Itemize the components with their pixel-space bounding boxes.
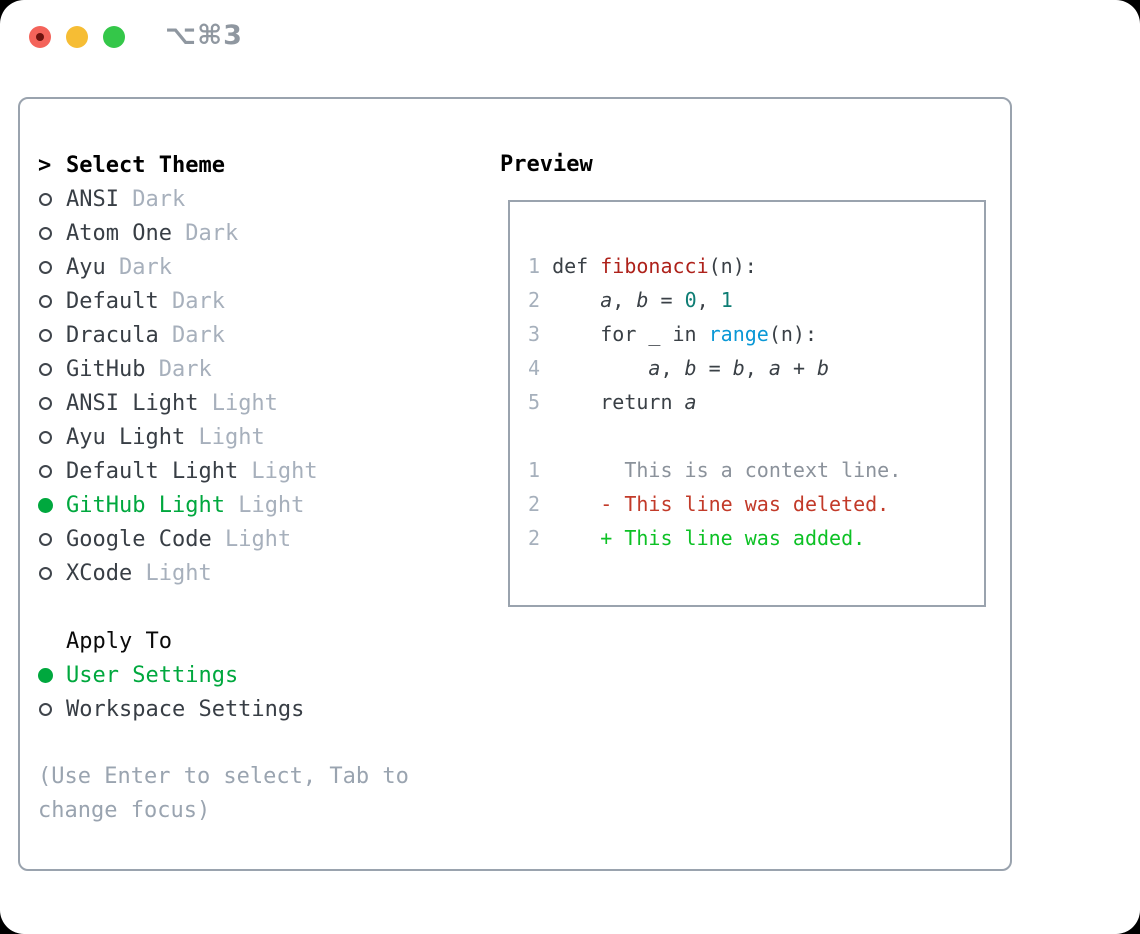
radio-icon: [39, 328, 52, 342]
radio-selected-icon: [38, 667, 53, 683]
option-label: XCode: [66, 560, 133, 586]
option-label: Dracula: [66, 322, 159, 348]
option-variant: Light: [185, 424, 265, 450]
preview-line: 2 - This line was deleted.: [528, 487, 984, 521]
theme-option[interactable]: Ayu Dark: [38, 250, 318, 284]
theme-option[interactable]: Ayu Light Light: [38, 420, 318, 454]
line-number: 5: [528, 390, 541, 414]
radio-icon: [39, 464, 52, 478]
option-label: ANSI: [66, 186, 119, 212]
preview-line: 2 + This line was added.: [528, 521, 984, 555]
line-number: 2: [528, 288, 541, 312]
radio-icon: [39, 260, 52, 274]
line-number: 4: [528, 356, 541, 380]
theme-option[interactable]: ANSI Light Light: [38, 386, 318, 420]
theme-list-title: Select Theme: [66, 152, 225, 178]
radio-icon: [39, 396, 52, 410]
apply-to-option[interactable]: Workspace Settings: [38, 692, 304, 726]
preview-title: Preview: [500, 152, 593, 177]
zoom-button[interactable]: [103, 26, 125, 48]
traffic-lights: [29, 26, 125, 48]
radio-icon: [39, 430, 52, 444]
option-variant: Light: [238, 458, 318, 484]
option-label: Atom One: [66, 220, 172, 246]
radio-icon: [39, 294, 52, 308]
option-variant: Dark: [105, 254, 172, 280]
preview-line: 2 a, b = 0, 1: [528, 283, 984, 317]
preview-line: 1 This is a context line.: [528, 453, 984, 487]
window-shortcut-label: ⌥⌘3: [165, 20, 243, 51]
apply-to-option[interactable]: User Settings: [38, 658, 304, 692]
line-number: 3: [528, 322, 541, 346]
option-variant: Dark: [145, 356, 212, 382]
close-button[interactable]: [29, 26, 51, 48]
preview-line: 5 return a: [528, 385, 984, 419]
option-variant: Light: [198, 390, 278, 416]
option-label: Ayu: [66, 254, 106, 280]
keyboard-hint: (Use Enter to select, Tab to change focu…: [38, 764, 409, 823]
option-variant: Light: [211, 526, 292, 552]
theme-option[interactable]: GitHub Dark: [38, 352, 318, 386]
apply-to-header-row: Apply To: [38, 624, 304, 658]
line-number: 1: [528, 254, 541, 278]
theme-option[interactable]: Google Code Light: [38, 522, 318, 556]
line-number: 2: [528, 526, 541, 550]
option-label: User Settings: [66, 662, 239, 688]
option-label: Default Light: [66, 458, 239, 484]
line-number: 1: [528, 458, 541, 482]
theme-option[interactable]: Atom One Dark: [38, 216, 318, 250]
radio-icon: [39, 566, 52, 580]
line-number: 2: [528, 492, 541, 516]
preview-line: 4 a, b = b, a + b: [528, 351, 984, 385]
option-variant: Dark: [171, 220, 239, 246]
option-variant: Light: [132, 560, 212, 586]
radio-icon: [39, 192, 52, 206]
option-label: ANSI Light: [66, 390, 199, 416]
radio-icon: [39, 702, 52, 716]
preview-line: [528, 419, 984, 453]
theme-option[interactable]: XCode Light: [38, 556, 318, 590]
theme-option[interactable]: GitHub Light Light: [38, 488, 318, 522]
radio-icon: [39, 362, 52, 376]
cursor-arrow-icon: >: [38, 152, 52, 178]
option-variant: Dark: [118, 186, 186, 212]
theme-option[interactable]: ANSI Dark: [38, 182, 318, 216]
option-variant: Dark: [158, 288, 225, 314]
radio-icon: [39, 532, 52, 546]
option-variant: Dark: [158, 322, 225, 348]
apply-to-title: Apply To: [66, 628, 172, 654]
theme-option[interactable]: Default Light Light: [38, 454, 318, 488]
theme-option[interactable]: Default Dark: [38, 284, 318, 318]
theme-option[interactable]: Dracula Dark: [38, 318, 318, 352]
option-label: Ayu Light: [66, 424, 186, 450]
radio-icon: [39, 226, 52, 240]
option-label: Google Code: [66, 526, 212, 552]
option-variant: Light: [224, 492, 305, 518]
preview-line: 3 for _ in range(n):: [528, 317, 984, 351]
option-label: Default: [66, 288, 159, 314]
option-label: GitHub: [66, 356, 146, 382]
option-label: Workspace Settings: [66, 696, 305, 722]
minimize-button[interactable]: [66, 26, 88, 48]
theme-list-header-row: > Select Theme: [38, 148, 318, 182]
radio-selected-icon: [38, 497, 53, 513]
option-label: GitHub Light: [66, 492, 225, 518]
